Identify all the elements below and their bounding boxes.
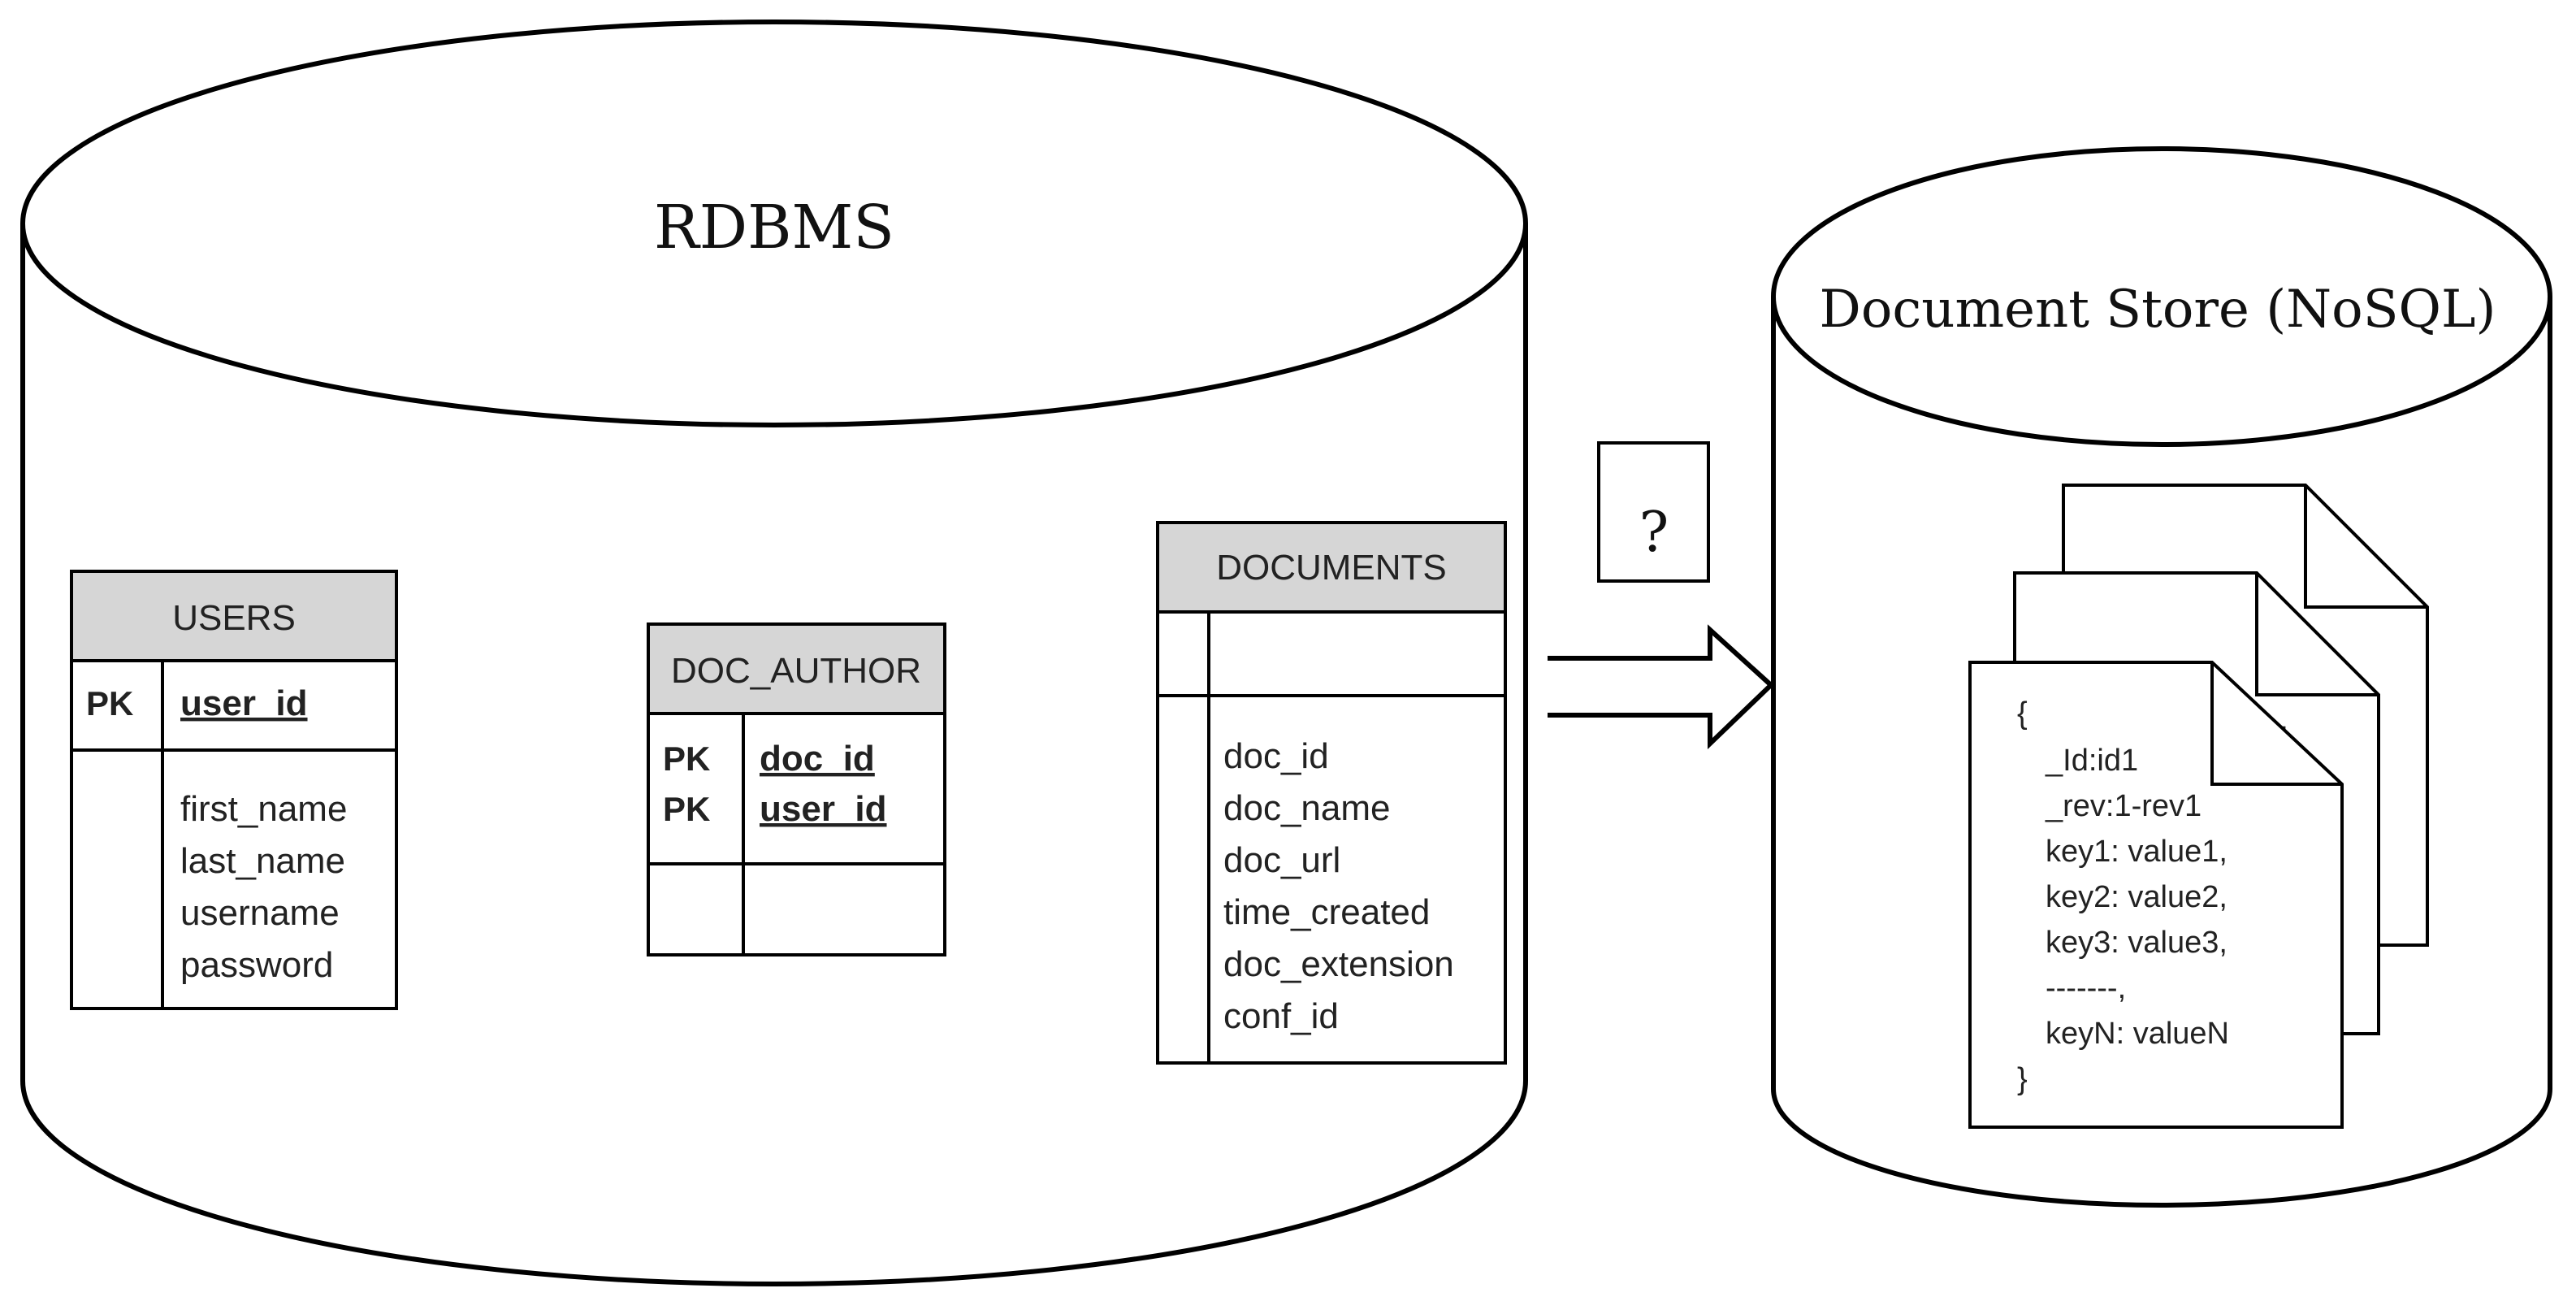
documents-field: doc_id: [1223, 736, 1329, 776]
json-line: {: [2017, 696, 2028, 731]
doc-author-pk-label: PK: [663, 740, 710, 778]
document-icon: [1968, 661, 2344, 1129]
doc-author-table-empty-row: [647, 862, 946, 956]
doc-author-table-pk-row: [647, 712, 946, 865]
users-field: password: [180, 945, 333, 985]
doc-author-table-name: DOC_AUTHOR: [671, 651, 921, 691]
documents-field: doc_url: [1223, 840, 1340, 880]
json-line: keyN: valueN: [2046, 1017, 2229, 1051]
rdbms-cylinder-top: [20, 20, 1528, 427]
json-line: _Id:id1: [2045, 744, 2138, 778]
users-field: first_name: [180, 789, 347, 829]
document-stack: ,1, { _Id:id1 _rev:1-rev1 key1: value1, …: [1968, 484, 2429, 1129]
doc-author-pk-label: PK: [663, 790, 710, 828]
users-table-fields-row: [70, 748, 398, 1010]
documents-table-fields-row: [1156, 694, 1507, 1065]
users-pk-field: user_id: [180, 683, 308, 723]
json-line: key2: value2,: [2046, 880, 2227, 914]
json-line: }: [2017, 1062, 2028, 1096]
arrow-shape: [1548, 624, 1775, 750]
users-table-pk-row: [70, 659, 398, 752]
users-table-name: USERS: [172, 598, 296, 638]
documents-table-name: DOCUMENTS: [1216, 548, 1447, 588]
doc-author-pk-field: user_id: [760, 789, 887, 829]
document-fold: [2255, 573, 2379, 696]
json-line: key1: value1,: [2046, 835, 2227, 869]
json-line: _rev:1-rev1: [2045, 789, 2202, 823]
users-table: USERS PK user_id first_name last_name us…: [70, 570, 398, 1010]
document-fold: [2304, 485, 2427, 609]
document-fold: [2210, 662, 2342, 786]
documents-field: conf_id: [1223, 996, 1339, 1036]
question-box: [1597, 441, 1710, 583]
rdbms-title: RDBMS: [654, 193, 894, 262]
documents-field: doc_name: [1223, 788, 1390, 828]
documents-field: time_created: [1223, 892, 1430, 932]
users-field: username: [180, 893, 340, 933]
json-line: -------,: [2046, 971, 2126, 1005]
documents-table: DOCUMENTS doc_id doc_name doc_url time_c…: [1156, 521, 1507, 1065]
users-pk-label: PK: [86, 684, 133, 722]
question-label: ?: [1639, 501, 1669, 565]
nosql-title: Document Store (NoSQL): [1820, 280, 2496, 340]
doc-author-table: DOC_AUTHOR PK PK doc_id user_id: [647, 622, 946, 956]
nosql-cylinder-top: [1771, 146, 2552, 447]
migration-arrow: ?: [1548, 441, 1775, 750]
json-line: key3: value3,: [2046, 926, 2227, 960]
doc-author-pk-field: doc_id: [760, 739, 875, 779]
documents-field: doc_extension: [1223, 944, 1454, 984]
doc-author-table-header-bg: [647, 622, 946, 715]
users-field: last_name: [180, 841, 345, 881]
